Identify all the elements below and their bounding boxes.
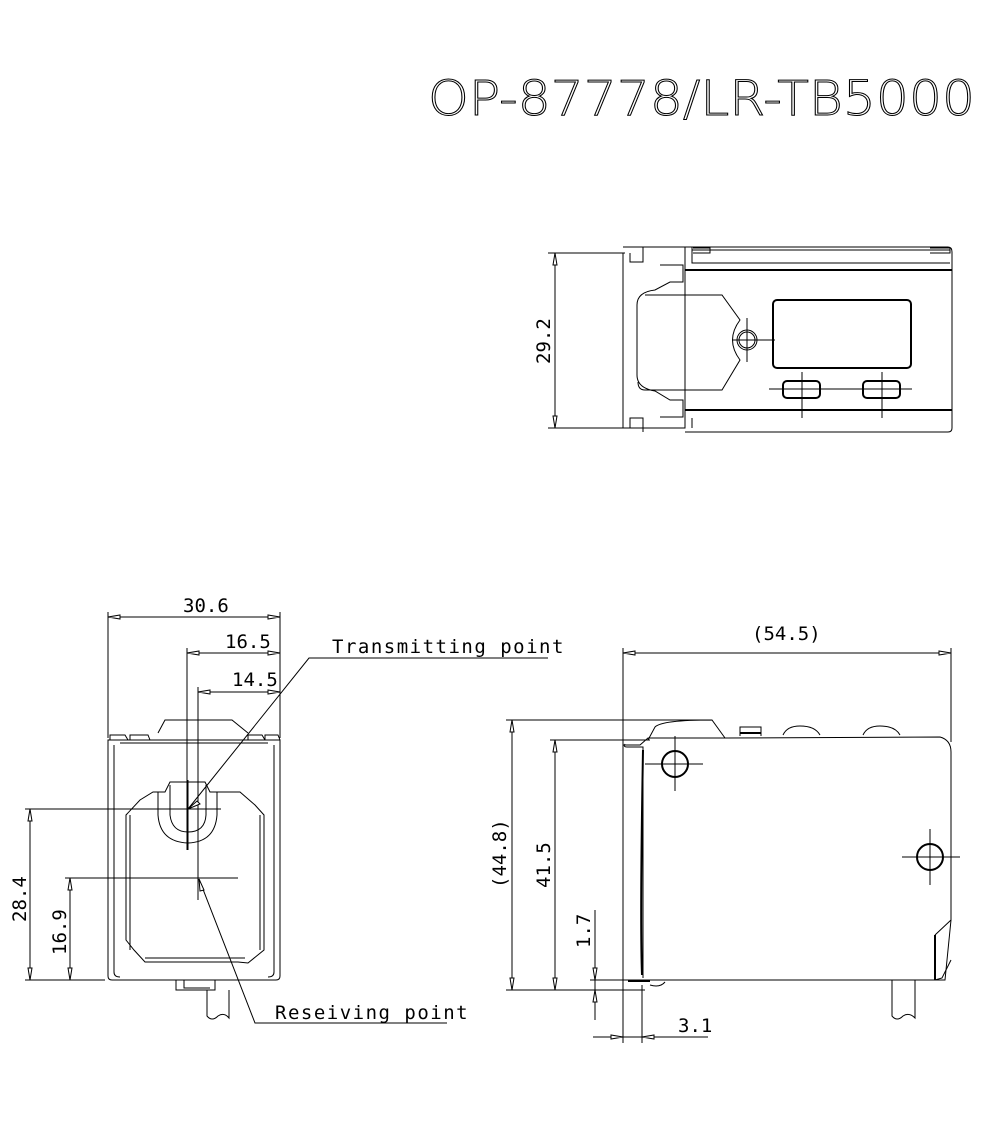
top-view: 29.2 [533,246,953,433]
dim-29-2: 29.2 [533,318,555,364]
dim-30-6: 30.6 [183,595,229,617]
dim-44-8: (44.8) [489,819,511,888]
dim-16-9: 16.9 [49,909,71,955]
side-view: (54.5) (44.8) 41.5 1.7 3.1 [489,623,960,1043]
dim-1-7: 1.7 [573,914,595,948]
front-view: 30.6 16.5 14.5 28.4 16.9 [9,595,565,1024]
dim-54-5: (54.5) [752,623,821,645]
dim-3-1: 3.1 [678,1015,712,1037]
dim-14-5: 14.5 [232,669,278,691]
receiving-point-leader [198,878,447,1024]
dim-28-4: 28.4 [9,876,31,922]
dim-41-5: 41.5 [533,842,555,888]
drawing-title: OP-87778/LR-TB5000 [428,71,975,127]
display-window [772,299,912,369]
transmitting-point-label: Transmitting point [332,636,565,658]
transmitting-point-leader [187,657,548,810]
receiving-point-label: Reseiving point [275,1002,469,1024]
dim-16-5: 16.5 [225,631,271,653]
